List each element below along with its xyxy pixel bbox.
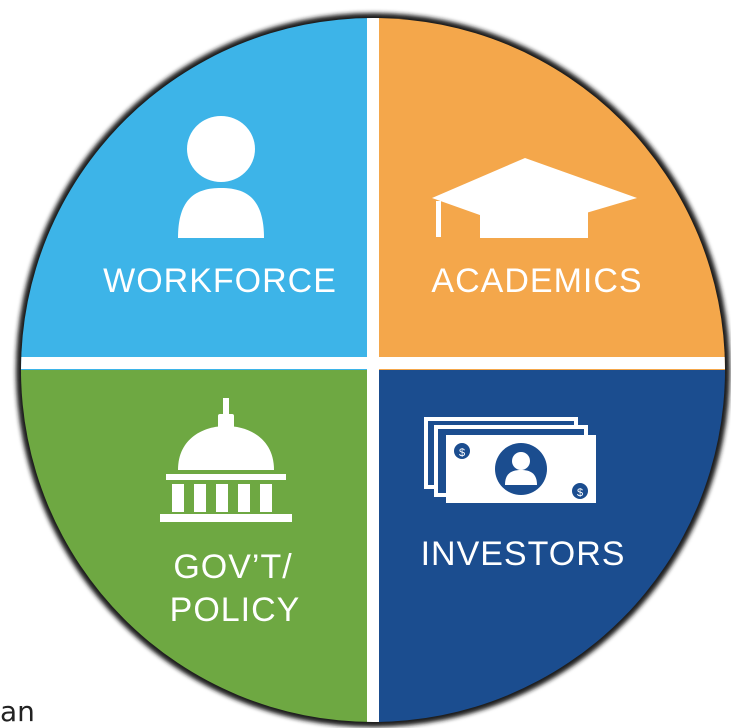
capitol-column	[238, 484, 250, 512]
investors-label: INVESTORS	[421, 535, 626, 573]
policy-label-line1: GOV’T/	[173, 548, 292, 586]
person-icon	[178, 116, 264, 238]
svg-text:$: $	[577, 487, 583, 499]
academics-label: ACADEMICS	[431, 262, 642, 300]
capitol-column	[194, 484, 206, 512]
capitol-column	[216, 484, 228, 512]
workforce-label: WORKFORCE	[103, 262, 337, 300]
capitol-column	[172, 484, 184, 512]
quadrant-workforce	[21, 18, 373, 370]
graduation-cap-icon	[432, 158, 637, 238]
horizontal-divider	[21, 357, 725, 369]
capitol-dome-icon	[160, 398, 292, 522]
svg-text:$: $	[459, 447, 465, 459]
policy-label-line2: POLICY	[170, 591, 301, 629]
vertical-divider	[367, 18, 379, 722]
money-stack-icon: $ $	[424, 417, 596, 503]
capitol-column	[260, 484, 272, 512]
corner-text: an	[0, 695, 35, 728]
